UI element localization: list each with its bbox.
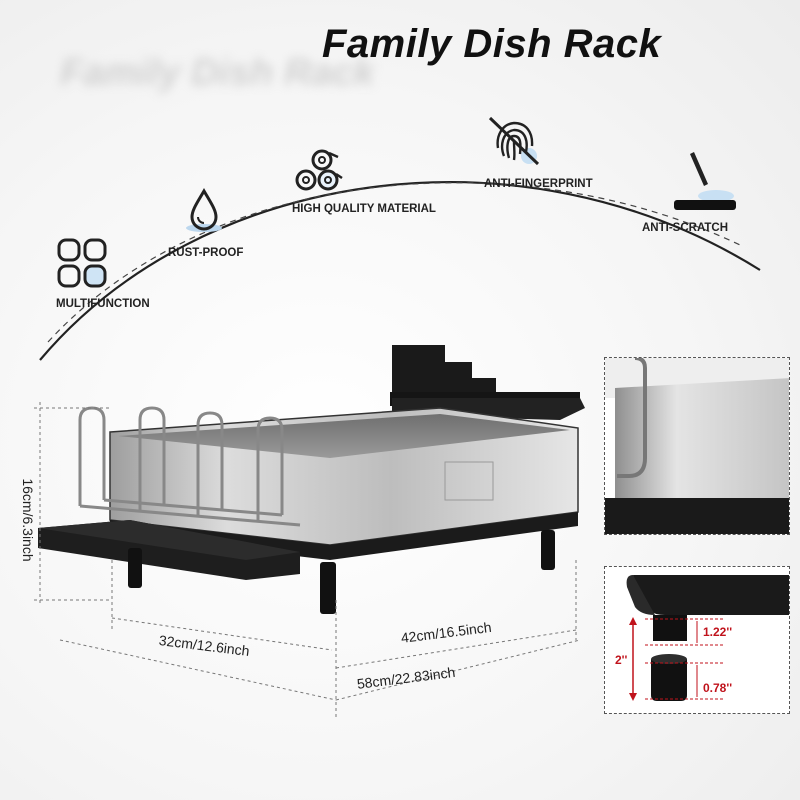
corner-detail-inset — [604, 357, 790, 535]
feature-multifunction-label: MULTIFUNCTION — [56, 298, 150, 310]
four-rounded-squares-icon — [57, 238, 107, 288]
dish-rack-illustration — [34, 345, 585, 720]
scratch-tool-icon — [674, 152, 736, 210]
page-title: Family Dish Rack — [322, 22, 662, 66]
foot-detail-inset: 2'' 1.22'' 0.78'' — [604, 566, 790, 714]
feature-rust-proof-label: RUST-PROOF — [168, 247, 244, 259]
metal-rolls-icon — [295, 149, 343, 191]
feature-material-label: HIGH QUALITY MATERIAL — [292, 203, 436, 215]
height-dimension-label: 16cm/6.3inch — [20, 478, 36, 562]
corner-closeup-image — [605, 358, 789, 534]
foot-lower-height-label: 0.78'' — [703, 681, 733, 695]
feature-anti-fingerprint-label: ANTI-FINGERPRINT — [484, 178, 593, 190]
foot-total-height-label: 2'' — [615, 653, 628, 667]
crossed-fingerprint-icon — [488, 116, 540, 166]
foot-closeup-image — [626, 575, 789, 701]
feature-anti-scratch-label: ANTI-SCRATCH — [642, 222, 729, 234]
foot-upper-height-label: 1.22'' — [703, 625, 733, 639]
title-reflection: Family Dish Rack — [60, 52, 375, 94]
water-drop-icon — [186, 188, 222, 232]
